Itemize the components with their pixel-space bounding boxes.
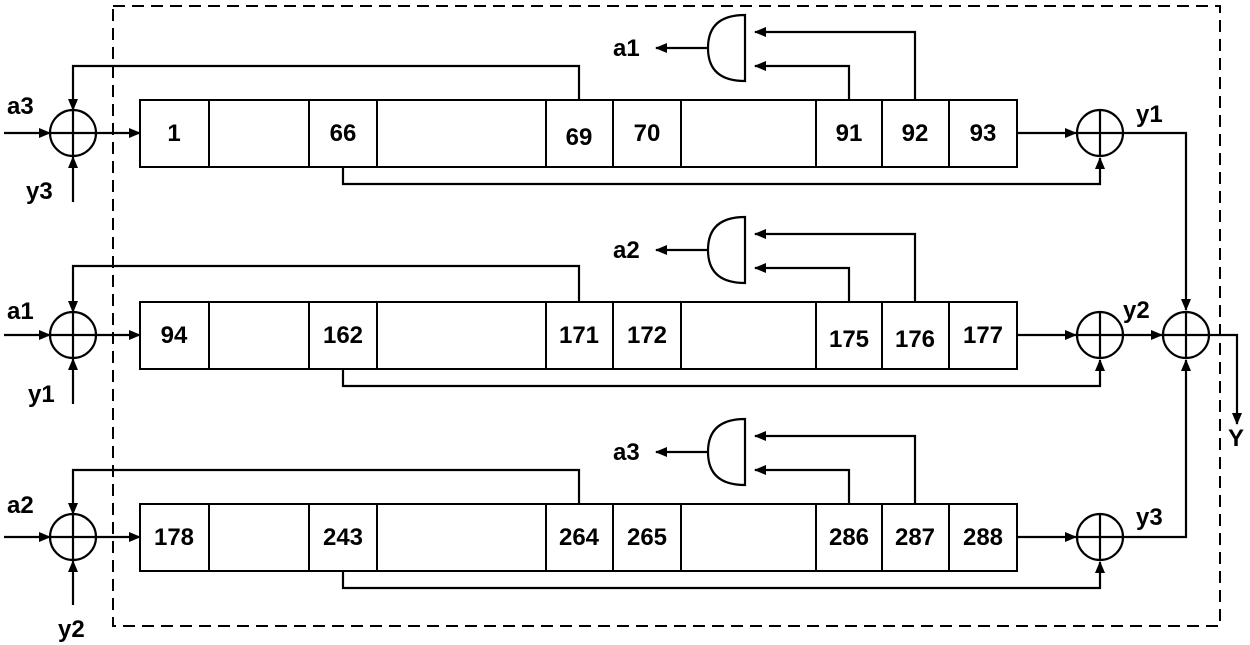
feedback-label: y2	[58, 616, 85, 643]
y3-to-combiner	[1124, 359, 1191, 539]
and-gate	[706, 215, 747, 285]
cell	[680, 301, 817, 370]
final-combiner: Y	[1161, 310, 1244, 452]
input-xor-gate	[48, 512, 98, 562]
y1-to-combiner	[1124, 131, 1191, 311]
cell-label: 92	[902, 120, 929, 147]
cell-label: 175	[829, 326, 869, 353]
cell	[376, 99, 547, 168]
tap-92-to-and	[754, 27, 917, 100]
dashed-boundary	[112, 5, 1221, 627]
cell	[680, 503, 817, 572]
input-xor-gate	[48, 310, 98, 360]
cell-label: 69	[566, 124, 593, 151]
tap-162-to-output-xor	[341, 359, 1105, 388]
cell	[948, 503, 1018, 572]
cell-label: 94	[161, 322, 188, 349]
cell-label: 178	[154, 524, 194, 551]
output-xor-gate	[1075, 108, 1125, 158]
cell	[545, 301, 614, 370]
final-output-arrow	[1209, 333, 1242, 425]
final-output-label: Y	[1228, 425, 1244, 452]
cell-label: 286	[829, 524, 869, 551]
cell	[308, 503, 378, 572]
cell-label: 264	[559, 524, 600, 551]
cell	[376, 503, 547, 572]
tap-243-to-output-xor	[341, 561, 1105, 590]
register-2: 94 162 171 172 175 176 177 a1 y1 a2 y2	[4, 215, 1163, 408]
tap-287-to-and	[754, 431, 917, 504]
cell-label: 265	[627, 524, 667, 551]
cell	[308, 99, 378, 168]
cell	[815, 99, 883, 168]
output-label: y3	[1136, 504, 1163, 531]
cell	[881, 301, 950, 370]
output-xor-gate	[1075, 310, 1125, 360]
cell	[881, 503, 950, 572]
cell-label: 162	[323, 322, 363, 349]
and-output-label: a1	[613, 35, 640, 62]
tap-286-to-and	[754, 465, 851, 504]
input-label: a1	[7, 298, 34, 325]
cell-label: 171	[559, 322, 599, 349]
cell-label: 70	[634, 120, 661, 147]
cell	[208, 301, 310, 370]
cell	[545, 503, 614, 572]
cell-label: 172	[627, 322, 667, 349]
input-label: a2	[7, 492, 34, 519]
cell	[948, 99, 1018, 168]
input-xor-gate	[48, 108, 98, 158]
cell-label: 1	[167, 120, 180, 147]
cell	[815, 301, 883, 370]
and-output-label: a2	[613, 237, 640, 264]
output-label: y2	[1123, 297, 1150, 324]
cell	[139, 503, 210, 572]
cell	[139, 99, 210, 168]
combiner-xor-gate	[1161, 310, 1211, 360]
feedback-label: y3	[26, 178, 53, 205]
cell-label: 243	[323, 524, 363, 551]
feedback-label: y1	[28, 381, 55, 408]
and-gate	[706, 13, 747, 83]
cell	[376, 301, 547, 370]
cell-label: 288	[963, 524, 1003, 551]
tap-176-to-and	[754, 229, 917, 302]
cell-label: 176	[895, 326, 935, 353]
cell	[208, 503, 310, 572]
tap-66-to-output-xor	[341, 157, 1105, 186]
register-cells	[139, 301, 1018, 370]
cell	[208, 99, 310, 168]
output-xor-gate	[1075, 512, 1125, 562]
cell	[308, 301, 378, 370]
tap-69-feedback	[68, 64, 581, 111]
cell-label: 287	[895, 524, 935, 551]
register-cells	[139, 99, 1018, 168]
register-3: 178 243 264 265 286 287 288 a2 y2 a3 y3	[4, 359, 1191, 643]
and-gate	[706, 417, 747, 487]
cell-label: 66	[330, 120, 357, 147]
input-label: a3	[7, 93, 34, 120]
cell-label: 177	[963, 322, 1003, 349]
cell-label: 91	[836, 120, 863, 147]
tap-264-feedback	[68, 468, 581, 515]
tap-175-to-and	[754, 263, 851, 302]
cell	[139, 301, 210, 370]
cell	[680, 99, 817, 168]
cell	[948, 301, 1018, 370]
tap-171-feedback	[68, 264, 581, 313]
output-label: y1	[1136, 101, 1163, 128]
register-1: 1 66 69 70 91 92 93 a3 y3 a1 y1	[4, 13, 1191, 311]
cell	[881, 99, 950, 168]
register-cells	[139, 503, 1018, 572]
tap-91-to-and	[754, 61, 851, 100]
cell-label: 93	[970, 120, 997, 147]
cell	[612, 99, 682, 168]
and-output-label: a3	[613, 439, 640, 466]
